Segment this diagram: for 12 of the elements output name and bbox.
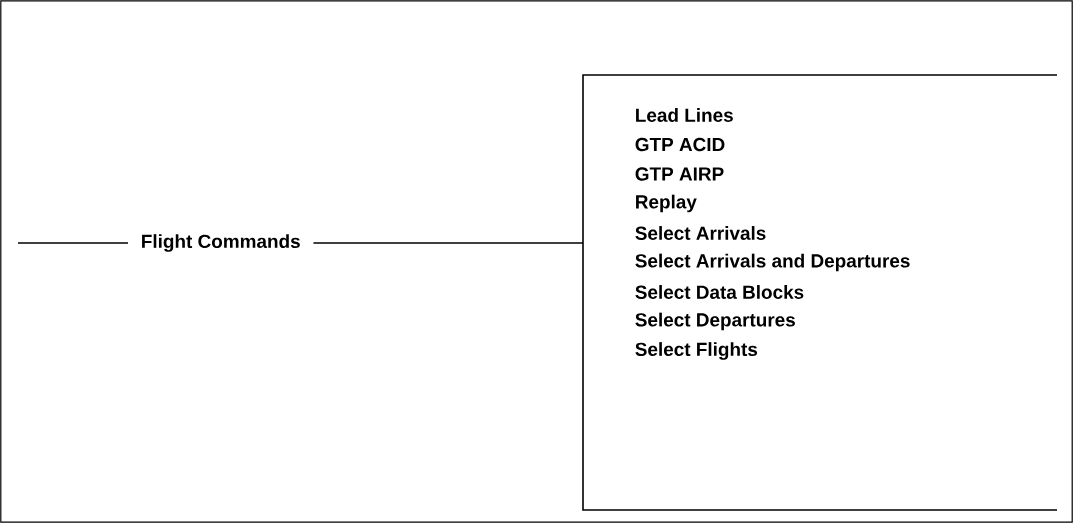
menu-item: Select Departures — [635, 312, 795, 331]
connector-line — [312, 242, 584, 244]
menu-item: Select Arrivals and Departures — [635, 253, 910, 272]
menu-item: Replay — [636, 194, 697, 213]
menu-item: GTP AIRP — [635, 167, 724, 181]
menu-item: Select Flights — [635, 342, 758, 360]
menu-item: Select Arrivals — [635, 226, 766, 240]
menu-item: Lead Lines — [636, 108, 733, 122]
connector-line — [17, 242, 129, 244]
menu-item: GTP ACID — [635, 137, 725, 152]
menu-item: Select Data Blocks — [635, 285, 804, 299]
menu-label: Flight Commands — [142, 234, 300, 252]
